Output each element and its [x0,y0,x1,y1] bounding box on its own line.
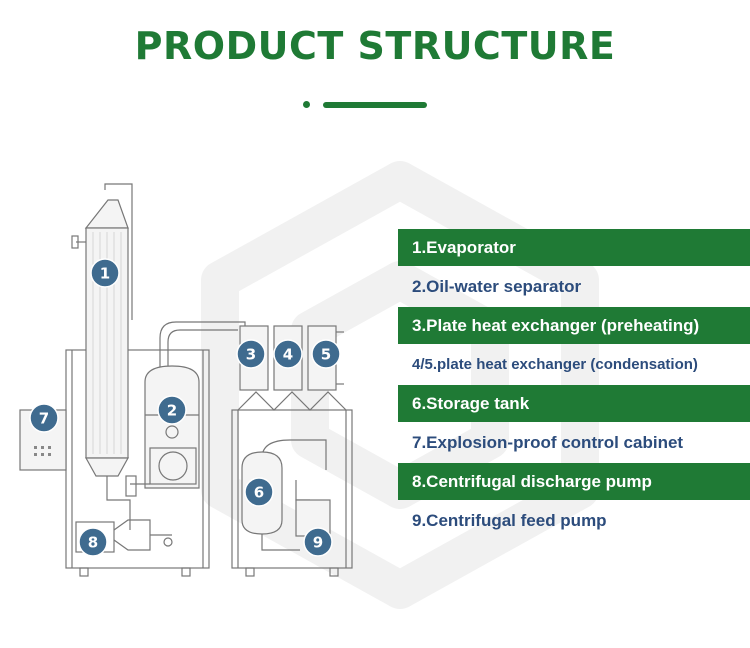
badge-4: 4 [273,339,303,369]
svg-text:8: 8 [88,534,98,552]
legend-item-storage-tank: 6.Storage tank [398,385,750,422]
badge-3: 3 [236,339,266,369]
title-decoration-bar [323,102,427,108]
right-skid-frame [231,391,353,577]
legend-item-plate-heat-exchanger-preheating: 3.Plate heat exchanger (preheating) [398,307,750,344]
oil-water-separator [130,365,200,489]
badge-9: 9 [303,527,333,557]
svg-text:9: 9 [313,534,323,552]
title-decoration-dot [303,101,310,108]
svg-text:6: 6 [254,484,264,502]
svg-text:2: 2 [167,402,177,420]
legend-item-feed-pump: 9.Centrifugal feed pump [412,510,607,530]
svg-text:5: 5 [321,346,331,364]
badge-6: 6 [244,477,274,507]
legend-item-plate-heat-exchanger-condensation: 4/5.plate heat exchanger (condensation) [412,356,698,373]
component-legend: 1.Evaporator 2.Oil-water separator 3.Pla… [398,228,750,540]
page-title: PRODUCT STRUCTURE [134,24,616,68]
legend-item-control-cabinet: 7.Explosion-proof control cabinet [412,432,684,452]
legend-item-oil-water-separator: 2.Oil-water separator [412,276,582,296]
svg-text:3: 3 [246,346,256,364]
badge-1: 1 [90,258,120,288]
svg-text:7: 7 [39,410,49,428]
legend-item-discharge-pump: 8.Centrifugal discharge pump [398,463,750,500]
badge-5: 5 [311,339,341,369]
svg-text:1: 1 [100,265,110,283]
equipment-diagram: 1 2 3 4 5 6 7 8 9 [19,183,353,577]
badge-2: 2 [157,395,187,425]
badge-8: 8 [78,527,108,557]
badge-7: 7 [29,403,59,433]
evaporator-column [71,183,137,530]
svg-text:4: 4 [283,346,293,364]
legend-item-evaporator: 1.Evaporator [398,229,750,266]
